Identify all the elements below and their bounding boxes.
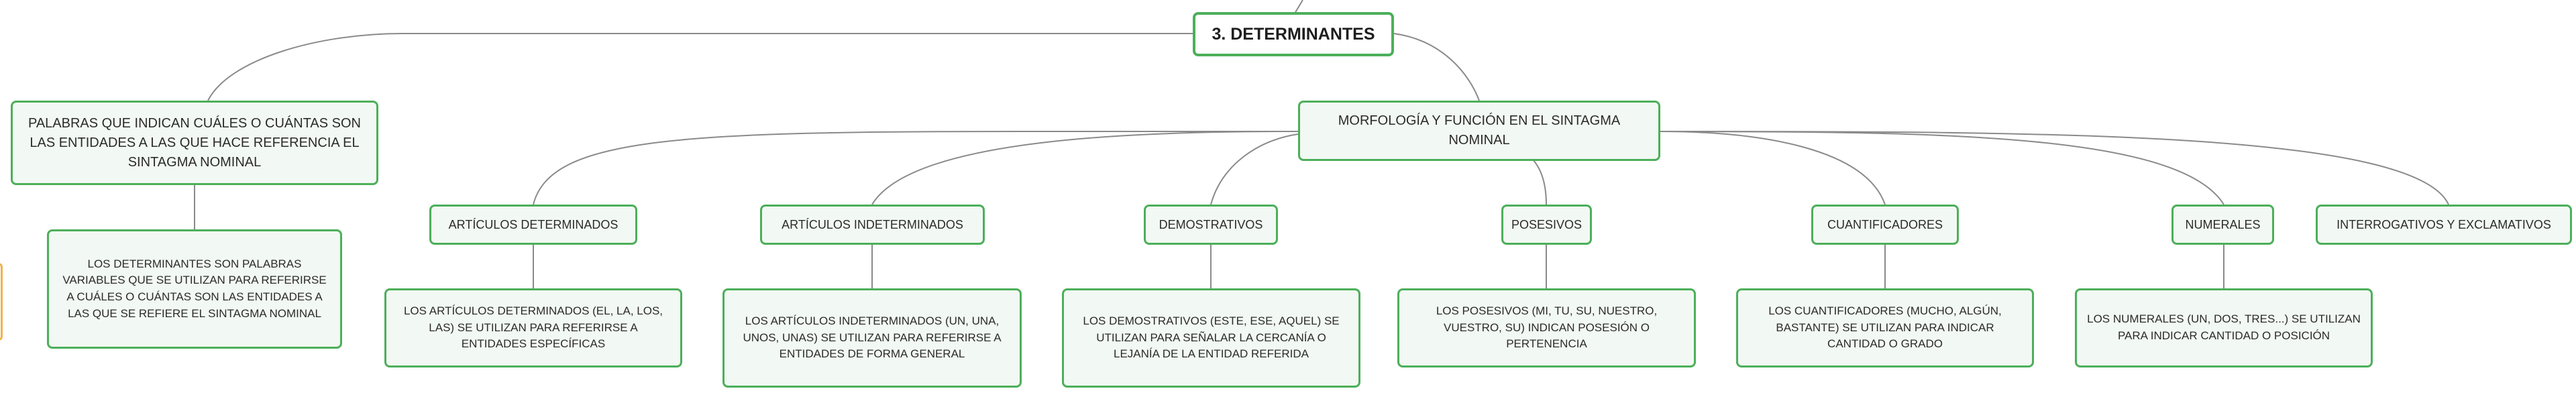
type-posesivos[interactable]: POSESIVOS: [1501, 205, 1592, 245]
definition-topic[interactable]: PALABRAS QUE INDICAN CUÁLES O CUÁNTAS SO…: [11, 101, 378, 185]
type-articulos-indeterminados[interactable]: ARTÍCULOS INDETERMINADOS: [760, 205, 985, 245]
detail-articulos-indeterminados[interactable]: LOS ARTÍCULOS INDETERMINADOS (UN, UNA, U…: [722, 288, 1022, 388]
morphology-topic[interactable]: MORFOLOGÍA Y FUNCIÓN EN EL SINTAGMA NOMI…: [1298, 101, 1660, 161]
detail-articulos-determinados[interactable]: LOS ARTÍCULOS DETERMINADOS (EL, LA, LOS,…: [384, 288, 682, 367]
type-cuantificadores[interactable]: CUANTIFICADORES: [1811, 205, 1959, 245]
detail-demostrativos[interactable]: LOS DEMOSTRATIVOS (ESTE, ESE, AQUEL) SE …: [1062, 288, 1360, 388]
detail-numerales[interactable]: LOS NUMERALES (UN, DOS, TRES...) SE UTIL…: [2075, 288, 2373, 367]
detail-posesivos[interactable]: LOS POSESIVOS (MI, TU, SU, NUESTRO, VUES…: [1397, 288, 1696, 367]
type-interrogativos-exclamativos[interactable]: INTERROGATIVOS Y EXCLAMATIVOS: [2316, 205, 2572, 245]
type-numerales[interactable]: NUMERALES: [2171, 205, 2274, 245]
type-articulos-determinados[interactable]: ARTÍCULOS DETERMINADOS: [429, 205, 637, 245]
offscreen-node-edge: [0, 263, 3, 341]
definition-detail[interactable]: LOS DETERMINANTES SON PALABRAS VARIABLES…: [47, 229, 342, 349]
detail-cuantificadores[interactable]: LOS CUANTIFICADORES (MUCHO, ALGÚN, BASTA…: [1736, 288, 2034, 367]
type-demostrativos[interactable]: DEMOSTRATIVOS: [1144, 205, 1278, 245]
root-topic[interactable]: 3. DETERMINANTES: [1193, 12, 1394, 56]
